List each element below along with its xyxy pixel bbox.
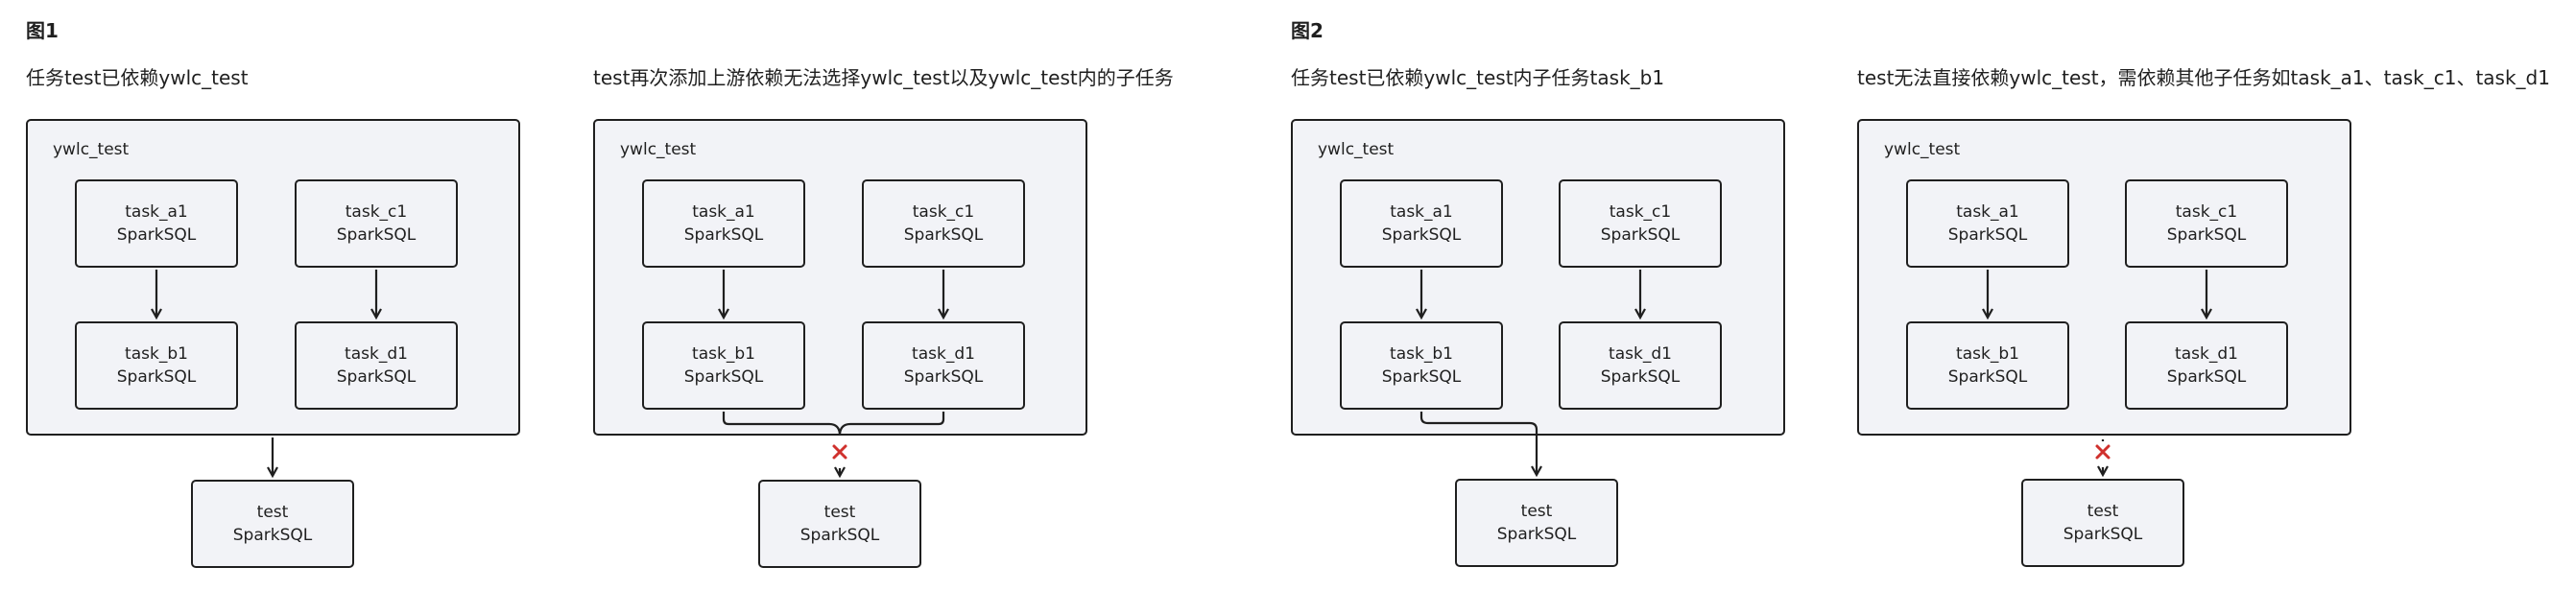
node-type: SparkSQL <box>2063 525 2143 544</box>
node-type: SparkSQL <box>116 367 197 387</box>
blocked-x-icon <box>832 444 847 460</box>
node-type: SparkSQL <box>1600 225 1681 245</box>
group-label: ywlc_test <box>1884 140 1961 159</box>
node-name: test <box>1520 502 1553 521</box>
panel-2b-caption: test无法直接依赖ywlc_test，需依赖其他子任务如task_a1、tas… <box>1857 66 2550 89</box>
panel-1b-caption: test再次添加上游依赖无法选择ywlc_test以及ywlc_test内的子任… <box>593 66 1174 89</box>
group-label: ywlc_test <box>53 140 130 159</box>
node-type: SparkSQL <box>2166 367 2247 387</box>
panel-1a-caption: 任务test已依赖ywlc_test <box>26 66 249 89</box>
node-type: SparkSQL <box>1381 367 1462 387</box>
node-type: SparkSQL <box>2166 225 2247 245</box>
node-type: SparkSQL <box>683 367 764 387</box>
node-name: task_c1 <box>2175 202 2238 222</box>
node-type: SparkSQL <box>903 225 984 245</box>
node-type: SparkSQL <box>1496 525 1577 544</box>
node-name: task_c1 <box>345 202 408 222</box>
figure-2-title: 图2 <box>1291 19 1324 42</box>
node-name: task_b1 <box>1956 344 2019 364</box>
node-type: SparkSQL <box>903 367 984 387</box>
edge-b1-test <box>1419 412 1537 475</box>
node-name: task_a1 <box>692 202 755 222</box>
node-name: task_a1 <box>1390 202 1453 222</box>
node-name: test <box>256 503 289 522</box>
node-type: SparkSQL <box>1947 225 2028 245</box>
node-name: task_d1 <box>345 344 408 364</box>
node-type: SparkSQL <box>336 225 417 245</box>
node-name: task_d1 <box>1609 344 1672 364</box>
node-type: SparkSQL <box>336 367 417 387</box>
node-name: task_b1 <box>1390 344 1453 364</box>
node-type: SparkSQL <box>116 225 197 245</box>
node-name: task_b1 <box>125 344 188 364</box>
node-type: SparkSQL <box>1381 225 1462 245</box>
node-name: task_d1 <box>2175 344 2238 364</box>
group-label: ywlc_test <box>1318 140 1395 159</box>
node-name: task_a1 <box>1956 202 2019 222</box>
node-name: task_a1 <box>125 202 188 222</box>
node-type: SparkSQL <box>1600 367 1681 387</box>
node-type: SparkSQL <box>232 526 313 545</box>
node-type: SparkSQL <box>1947 367 2028 387</box>
node-type: SparkSQL <box>799 526 880 545</box>
panel-2a-caption: 任务test已依赖ywlc_test内子任务task_b1 <box>1291 66 1665 89</box>
node-name: test <box>2087 502 2119 521</box>
node-name: test <box>823 503 856 522</box>
node-name: task_c1 <box>1609 202 1672 222</box>
node-name: task_b1 <box>692 344 755 364</box>
figure-1-title: 图1 <box>26 19 59 42</box>
blocked-x-icon <box>2095 444 2111 460</box>
node-name: task_d1 <box>912 344 975 364</box>
node-type: SparkSQL <box>683 225 764 245</box>
node-name: task_c1 <box>912 202 975 222</box>
group-label: ywlc_test <box>620 140 697 159</box>
edge-bracket <box>722 412 945 437</box>
